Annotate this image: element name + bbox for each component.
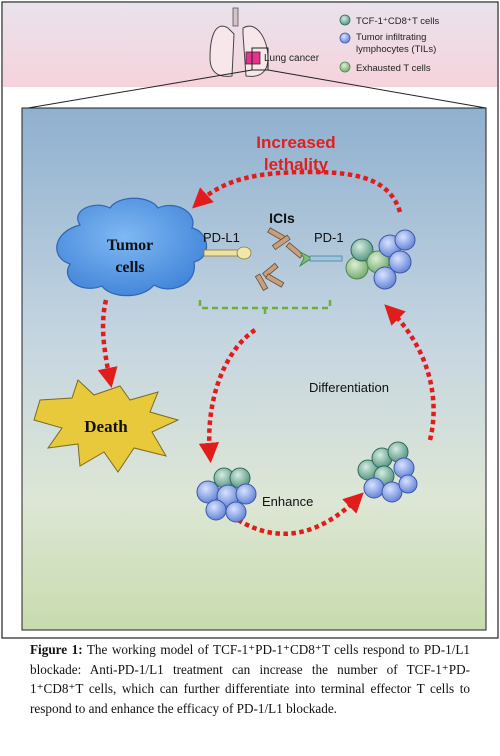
tumor-label-line2: cells	[115, 259, 144, 276]
figure-caption: Figure 1: The working model of TCF-1⁺PD-…	[30, 640, 470, 718]
til-cluster-enhanced	[196, 467, 257, 523]
lung-icon	[209, 7, 269, 77]
arrow-differentiation	[384, 304, 436, 441]
legend-dot-tcf1	[339, 14, 351, 26]
pd-1-label: PD-1	[314, 230, 344, 245]
arrow-lethality	[192, 169, 403, 213]
legend: TCF-1⁺CD8⁺T cells Tumor infiltrating lym…	[339, 14, 439, 74]
legend-dot-exhausted	[339, 61, 351, 73]
tumor-cells	[56, 197, 208, 297]
differentiation-label: Differentiation	[309, 380, 389, 395]
legend-label-exhausted: Exhausted T cells	[356, 63, 431, 74]
til-cluster-upper	[345, 229, 416, 290]
binding-bracket	[198, 300, 332, 316]
zoom-line-right	[267, 69, 487, 109]
figure-diagram: Lung cancer TCF-1⁺CD8⁺T cells Tumor infi…	[1, 1, 499, 639]
zoom-line-left	[27, 69, 253, 109]
pd-l1-ligand	[203, 246, 252, 260]
increased-lethality-line1: Increased	[256, 133, 335, 152]
caption-label: Figure 1:	[30, 642, 83, 657]
legend-label-tils-line2: lymphocytes (TILs)	[356, 44, 436, 55]
legend-dot-tils	[339, 32, 351, 44]
legend-label-tcf1: TCF-1⁺CD8⁺T cells	[356, 16, 439, 27]
arrow-enhance-to-cluster	[236, 492, 364, 536]
main-panel	[21, 107, 487, 631]
increased-lethality-line2: lethality	[264, 155, 329, 174]
caption-text: The working model of TCF-1⁺PD-1⁺CD8⁺T ce…	[30, 642, 470, 716]
icis-label: ICIs	[269, 210, 295, 226]
death-burst	[33, 379, 180, 473]
lung-cancer-label: Lung cancer	[264, 53, 320, 64]
death-label: Death	[84, 417, 128, 436]
pd-1-receptor	[298, 250, 343, 268]
til-cluster-differentiated	[357, 441, 418, 503]
enhance-label: Enhance	[262, 494, 313, 509]
tumor-label-line1: Tumor	[107, 237, 154, 254]
legend-label-tils-line1: Tumor infiltrating	[356, 32, 426, 43]
antibody-icon	[254, 227, 304, 291]
pd-l1-label: PD-L1	[203, 230, 240, 245]
